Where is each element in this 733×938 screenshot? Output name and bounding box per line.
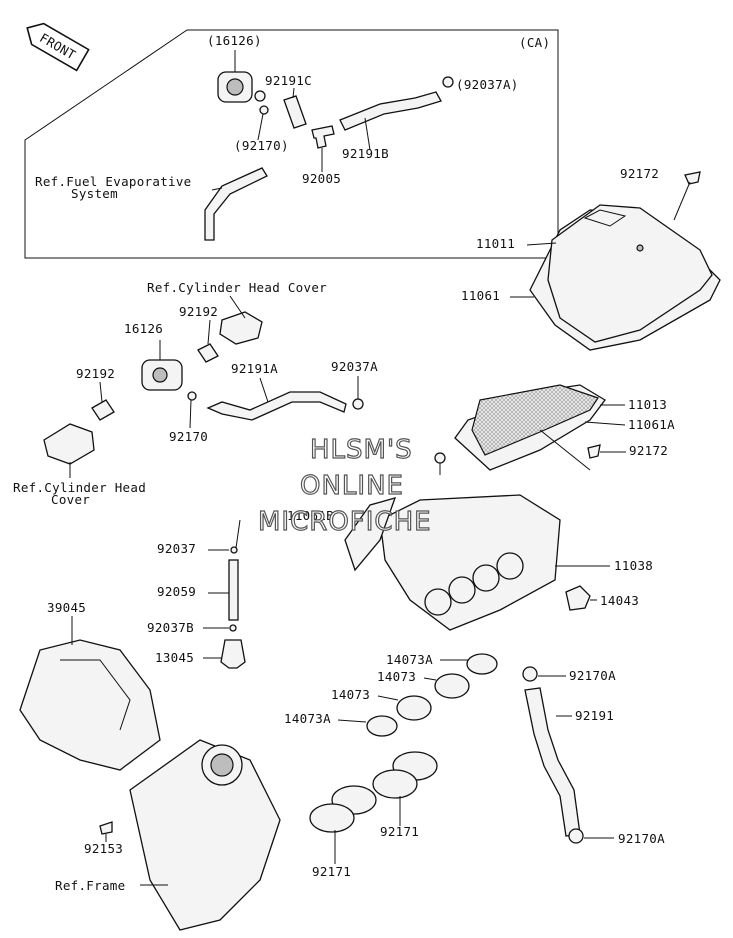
hose-92191a	[206, 377, 347, 421]
label-92059: 92059	[157, 584, 196, 599]
label-14043: 14043	[600, 593, 639, 608]
inset-ref-fuel-line1: Ref.Fuel Evaporative	[35, 174, 192, 189]
watermark-line2: ONLINE	[300, 471, 404, 501]
screw-92153	[99, 821, 113, 842]
label-ref-cylinder-head-line2: Cover	[51, 492, 90, 507]
label-13045: 13045	[155, 650, 194, 665]
label-ref-cylinder-head-line1: Ref.Cylinder Head	[13, 480, 146, 495]
label-92192-a: 92192	[179, 304, 218, 319]
inset-label-92170: (92170)	[234, 138, 289, 153]
label-92191: 92191	[575, 708, 614, 723]
clamps-92171	[309, 751, 438, 864]
head-cover-fitting-top	[219, 295, 263, 345]
inset-tee-92005	[311, 125, 335, 172]
screw-92172-mid	[539, 429, 626, 471]
label-11061: 11061	[461, 288, 500, 303]
label-14073-b: 14073	[331, 687, 370, 702]
inset-valve-16126	[217, 50, 266, 103]
duct-39045	[19, 616, 161, 771]
hose-92192-b	[91, 381, 115, 421]
watermark: HLSM'S ONLINE MICROFICHE	[257, 434, 432, 537]
cap-14043	[565, 585, 597, 611]
breather-hose-92191	[522, 666, 614, 844]
inset-hose-fuel-evap	[204, 167, 268, 241]
label-11011: 11011	[476, 236, 515, 251]
label-92171-a: 92171	[380, 824, 419, 839]
inset-clamp-92037a	[442, 76, 454, 88]
label-14073-a: 14073	[377, 669, 416, 684]
inset-label-92191b: 92191B	[342, 146, 389, 161]
clip-92170	[187, 391, 197, 429]
label-92170: 92170	[169, 429, 208, 444]
inset-ref-fuel-line2: System	[71, 186, 118, 201]
label-ref-cylinder-head-cover-top: Ref.Cylinder Head Cover	[147, 280, 327, 295]
label-11038: 11038	[614, 558, 653, 573]
label-92191a: 92191A	[231, 361, 278, 376]
label-11061a: 11061A	[628, 417, 675, 432]
label-14073a-a: 14073A	[386, 652, 433, 667]
bolt-11061b	[434, 452, 446, 475]
label-39045: 39045	[47, 600, 86, 615]
label-92170a-a: 92170A	[569, 668, 616, 683]
frame	[129, 739, 281, 931]
label-92171-b: 92171	[312, 864, 351, 879]
hose-92192-a	[197, 319, 219, 363]
label-92037a: 92037A	[331, 359, 378, 374]
inset-region-tag: (CA)	[519, 35, 550, 50]
label-92172-top: 92172	[620, 166, 659, 181]
inset-hose-92191c	[283, 87, 307, 129]
inset-hose-92191b	[339, 91, 442, 151]
watermark-line3: MICROFICHE	[258, 507, 432, 537]
inset-label-92005: 92005	[302, 171, 341, 186]
label-92192-b: 92192	[76, 366, 115, 381]
drain-assembly	[203, 519, 246, 669]
label-92172-mid: 92172	[629, 443, 668, 458]
label-11013: 11013	[628, 397, 667, 412]
watermark-line1: HLSM'S	[310, 435, 413, 465]
intake-rubbers-14073	[337, 653, 498, 737]
label-14073a-b: 14073A	[284, 711, 331, 726]
air-cleaner-housing-11038	[344, 494, 610, 631]
head-cover-fitting-bottom	[43, 423, 95, 478]
label-92037b: 92037B	[147, 620, 194, 635]
screw-92172-top	[673, 171, 701, 221]
label-92170a-b: 92170A	[618, 831, 665, 846]
air-cleaner-cover-11011	[510, 204, 721, 351]
inset-label-16126: (16126)	[207, 33, 262, 48]
front-arrow-icon: FRONT	[26, 22, 90, 72]
label-92153: 92153	[84, 841, 123, 856]
label-ref-frame: Ref.Frame	[55, 878, 125, 893]
inset-clip-92170	[257, 105, 269, 141]
label-16126: 16126	[124, 321, 163, 336]
clamp-92037a	[352, 376, 364, 410]
inset-label-92191c: 92191C	[265, 73, 312, 88]
air-filter-11013	[454, 384, 626, 471]
inset-label-92037a: (92037A)	[456, 77, 519, 92]
label-11061b: 11061B	[287, 508, 334, 523]
label-92037: 92037	[157, 541, 196, 556]
reed-valve-16126	[141, 340, 183, 391]
inset-box	[24, 29, 559, 259]
